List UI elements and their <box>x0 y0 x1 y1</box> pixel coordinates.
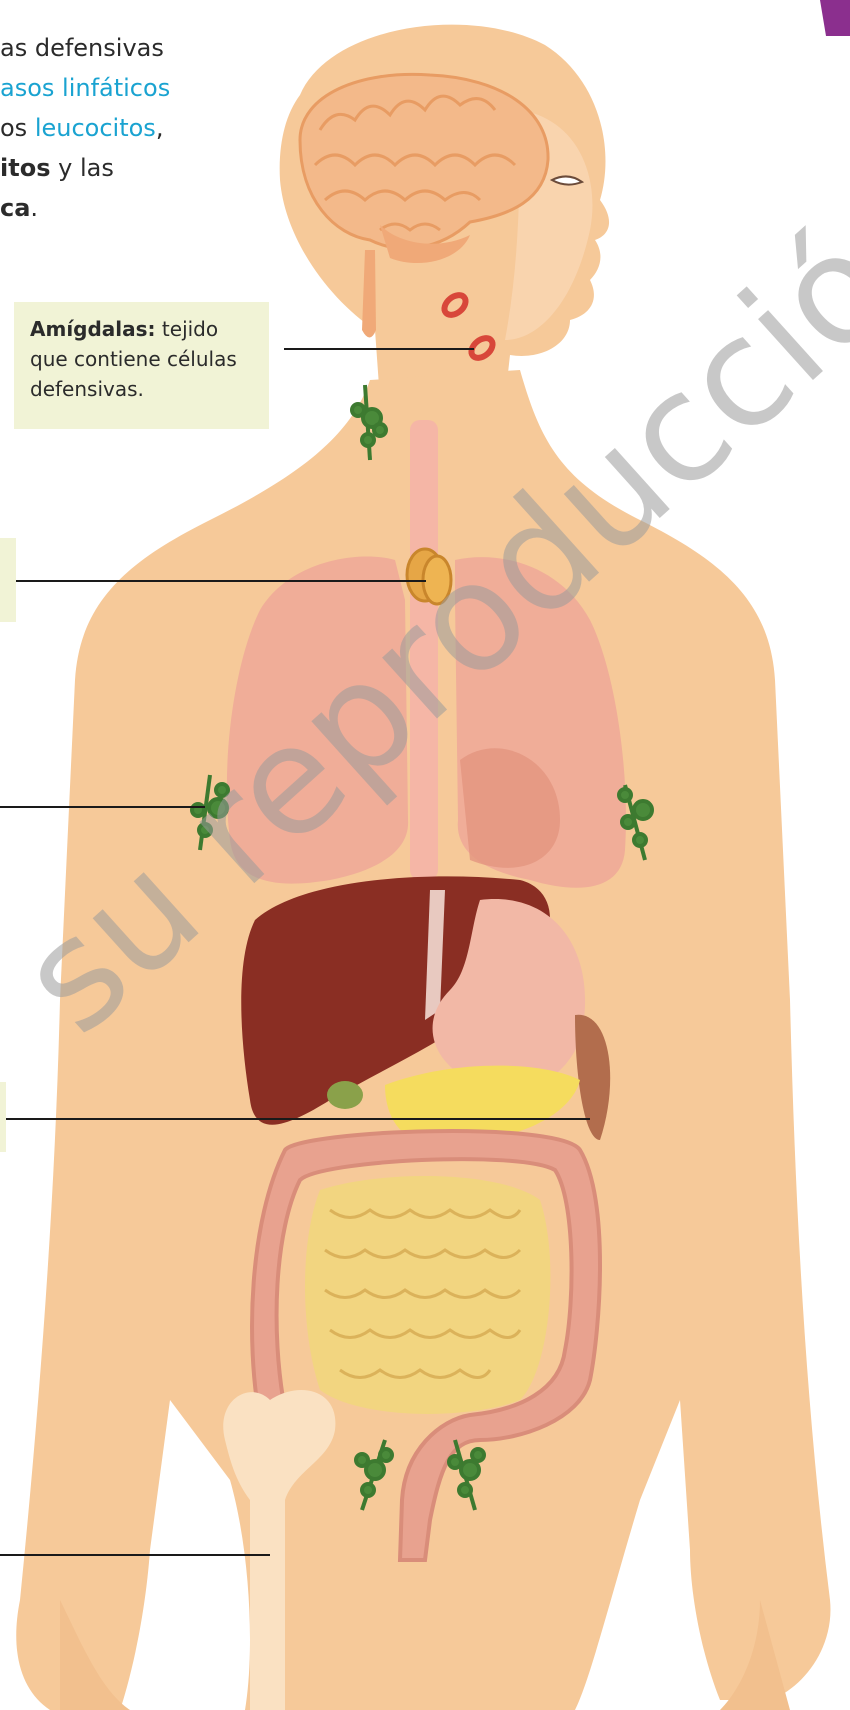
medula-leader-line <box>0 1554 270 1556</box>
intro-paragraph: as defensivas asos linfáticos os leucoci… <box>0 28 220 228</box>
timo-label-stub <box>0 538 16 622</box>
leucocitos-link[interactable]: leucocitos <box>35 114 156 142</box>
gallbladder <box>327 1081 363 1109</box>
ganglios-leader-line <box>0 806 205 808</box>
intro-line-1: as defensivas <box>0 28 220 68</box>
amigdalas-leader-line <box>284 348 474 350</box>
bazo-leader-line <box>6 1118 590 1120</box>
amigdalas-title: Amígdalas: <box>30 317 156 341</box>
timo-leader-line <box>16 580 426 582</box>
intro-line-4: itos y las <box>0 148 220 188</box>
intro-line-3: os leucocitos, <box>0 108 220 148</box>
intro-line-2[interactable]: asos linfáticos <box>0 68 220 108</box>
intro-line-5: ca. <box>0 188 220 228</box>
amigdalas-label: Amígdalas: tejido que contiene células d… <box>30 314 260 404</box>
corner-tab <box>820 0 850 40</box>
bazo-label-stub <box>0 1082 6 1152</box>
esophagus <box>410 420 438 880</box>
